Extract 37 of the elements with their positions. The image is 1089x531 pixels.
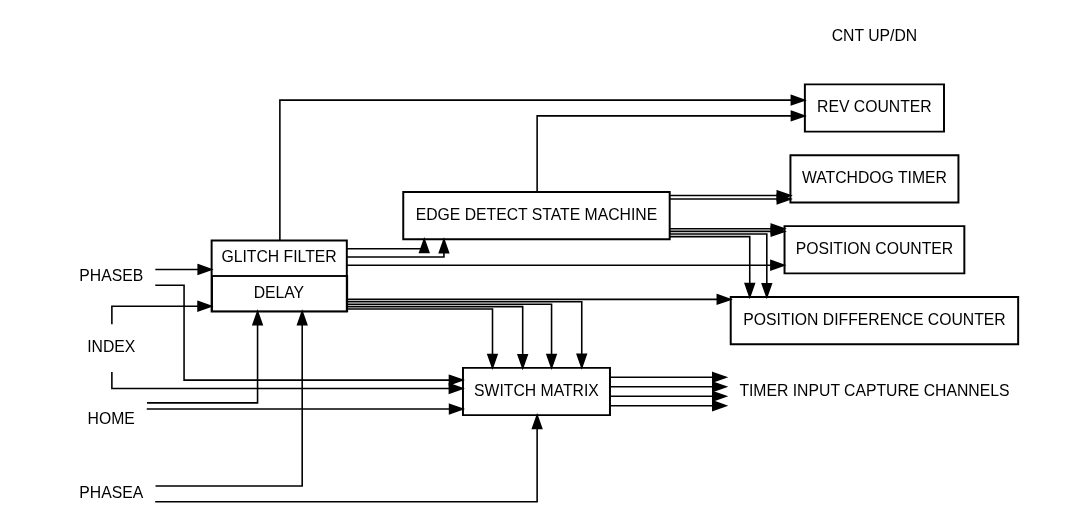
node-box: SWITCH MATRIX [461, 366, 611, 417]
arrow [345, 259, 786, 271]
arrow [110, 371, 465, 395]
node-text: PHASEA [78, 483, 143, 501]
arrow [668, 189, 793, 202]
arrow [145, 403, 465, 415]
arrow [608, 381, 728, 393]
node-text: PHASEB [78, 267, 143, 285]
node-box: WATCHDOG TIMER [788, 154, 959, 204]
node-box: EDGE DETECT STATE MACHINE [401, 191, 671, 241]
arrow [608, 390, 728, 402]
arrow [110, 300, 214, 326]
arrow [154, 309, 308, 487]
node-box: POSITION COUNTER [783, 225, 965, 275]
arrow [535, 110, 807, 193]
arrow [608, 371, 728, 384]
arrow [345, 293, 733, 306]
arrow [153, 413, 543, 503]
arrow [346, 308, 498, 371]
label: CNT UP/DN [831, 27, 917, 45]
arrow [345, 303, 557, 371]
arrow [345, 305, 528, 371]
arrow [668, 235, 755, 300]
arrow [145, 309, 263, 404]
arrow [154, 263, 214, 276]
arrow [668, 233, 773, 300]
arrow [608, 399, 728, 412]
arrow [154, 284, 465, 386]
node-text: INDEX [86, 338, 135, 356]
node-text: HOME [87, 410, 135, 428]
arrow [345, 237, 450, 258]
arrow [345, 236, 430, 254]
node-box: POSITION DIFFERENCE COUNTER [729, 296, 1019, 346]
node-text: TIMER INPUT CAPTURE CHANNELS [738, 381, 1009, 399]
arrow [278, 94, 807, 242]
node-box: REV COUNTER [803, 83, 945, 133]
arrow [345, 301, 587, 370]
